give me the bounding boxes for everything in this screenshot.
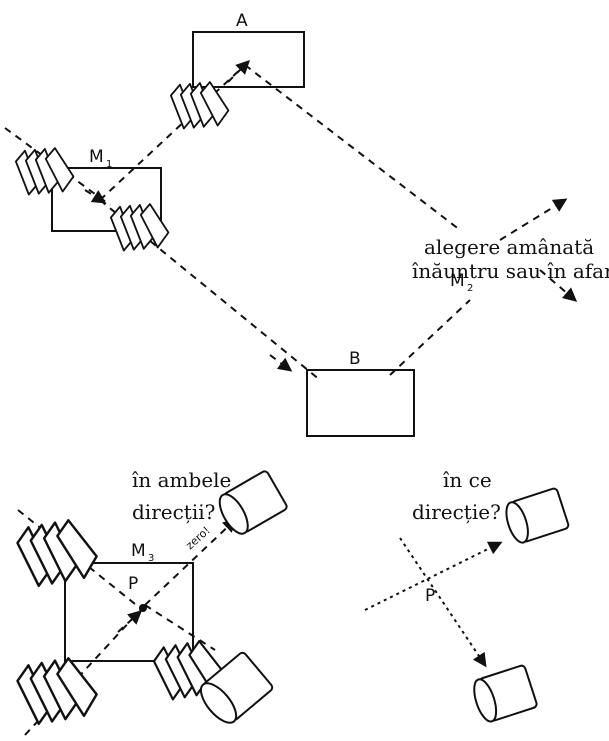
detector-lower-left xyxy=(199,651,274,724)
ray-out-upper xyxy=(499,198,568,241)
mirror-box-b xyxy=(306,369,415,437)
point-p-left xyxy=(139,604,147,612)
label-m3-subscript: 3 xyxy=(148,553,154,564)
arrow-into-a xyxy=(227,60,250,83)
ray-a-to-m2 xyxy=(244,64,461,231)
label-m1-subscript: 1 xyxy=(106,159,112,170)
arrow-into-m1 xyxy=(84,189,107,204)
ray-m1-to-b xyxy=(99,199,321,381)
label-m1: M xyxy=(89,147,104,167)
label-zero: zero! xyxy=(183,524,212,552)
label-p-right: P xyxy=(425,586,435,606)
wave-packet-bl-lower xyxy=(13,653,102,728)
detector-upper-left xyxy=(218,470,288,535)
label-b: B xyxy=(349,349,361,369)
label-p-left: P xyxy=(128,574,138,594)
mirror-box-a xyxy=(192,31,305,88)
caption-both-line2: direcții? xyxy=(132,500,215,524)
wave-packet-incoming xyxy=(14,145,76,197)
caption-both-line1: în ambele xyxy=(132,468,231,492)
ray-right-vertical xyxy=(399,537,487,668)
label-m3: M xyxy=(131,541,146,561)
label-a: A xyxy=(236,11,248,31)
detector-lower-right xyxy=(473,664,538,723)
caption-delayed-choice-line1: alegere amânată xyxy=(424,235,594,259)
ray-to-lower-detector xyxy=(144,604,216,651)
caption-delayed-choice-line2: înăuntru sau în afară xyxy=(412,259,609,283)
label-m2: M xyxy=(450,271,465,291)
arrow-into-p xyxy=(117,610,143,633)
caption-which-line1: în ce xyxy=(443,468,492,492)
detector-upper-right xyxy=(505,487,570,544)
label-m2-subscript: 2 xyxy=(467,283,473,294)
ray-b-to-m2 xyxy=(389,299,471,376)
arrow-toward-b xyxy=(269,354,293,372)
caption-which-line2: direcție? xyxy=(412,500,501,524)
